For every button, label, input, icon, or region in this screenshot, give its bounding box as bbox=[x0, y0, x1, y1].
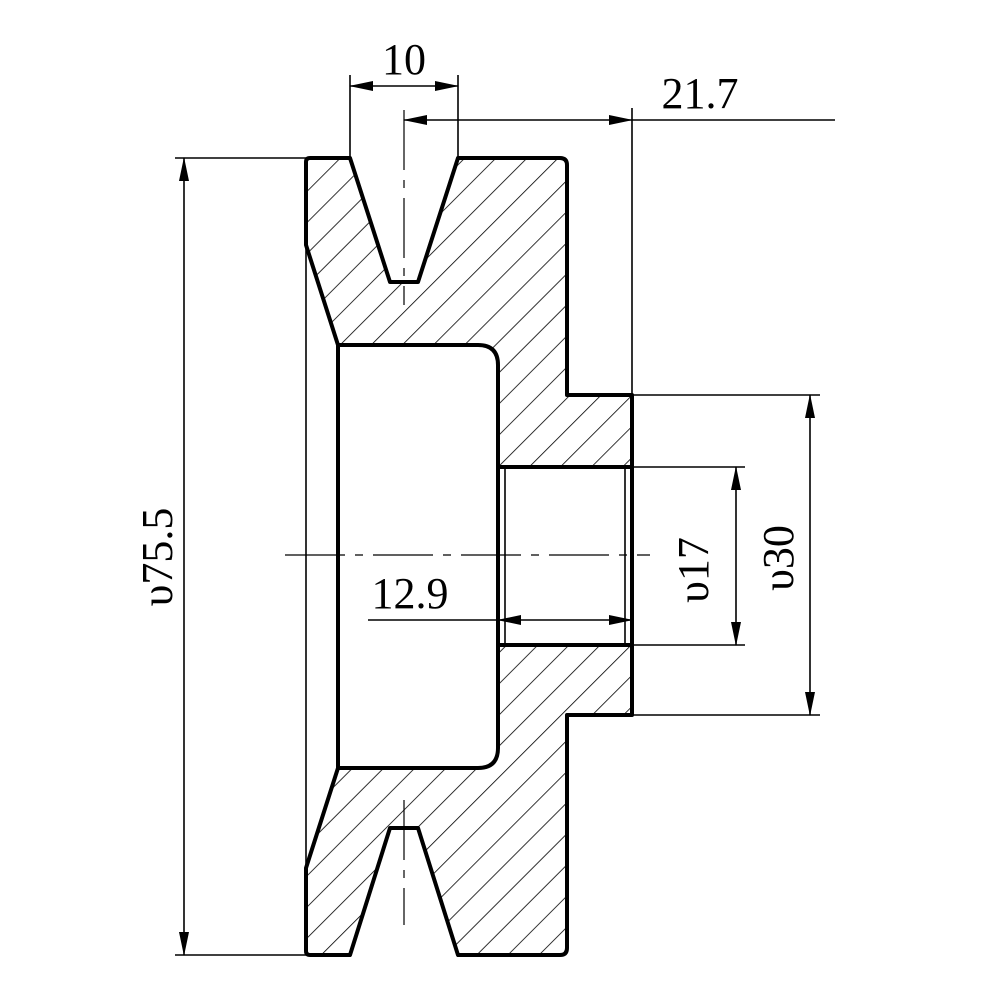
dim-groove-offset-label: 21.7 bbox=[662, 69, 739, 118]
lower-section-hatched bbox=[304, 643, 634, 957]
dim-outer-diameter-label: υ75.5 bbox=[133, 508, 182, 607]
dim-bore-diameter-label: υ17 bbox=[669, 537, 718, 603]
upper-section-hatched bbox=[304, 156, 634, 469]
dim-hub-diameter-label: υ30 bbox=[754, 525, 803, 591]
dim-bore-length-label: 12.9 bbox=[372, 569, 449, 618]
dim-groove-width-label: 10 bbox=[382, 35, 426, 84]
